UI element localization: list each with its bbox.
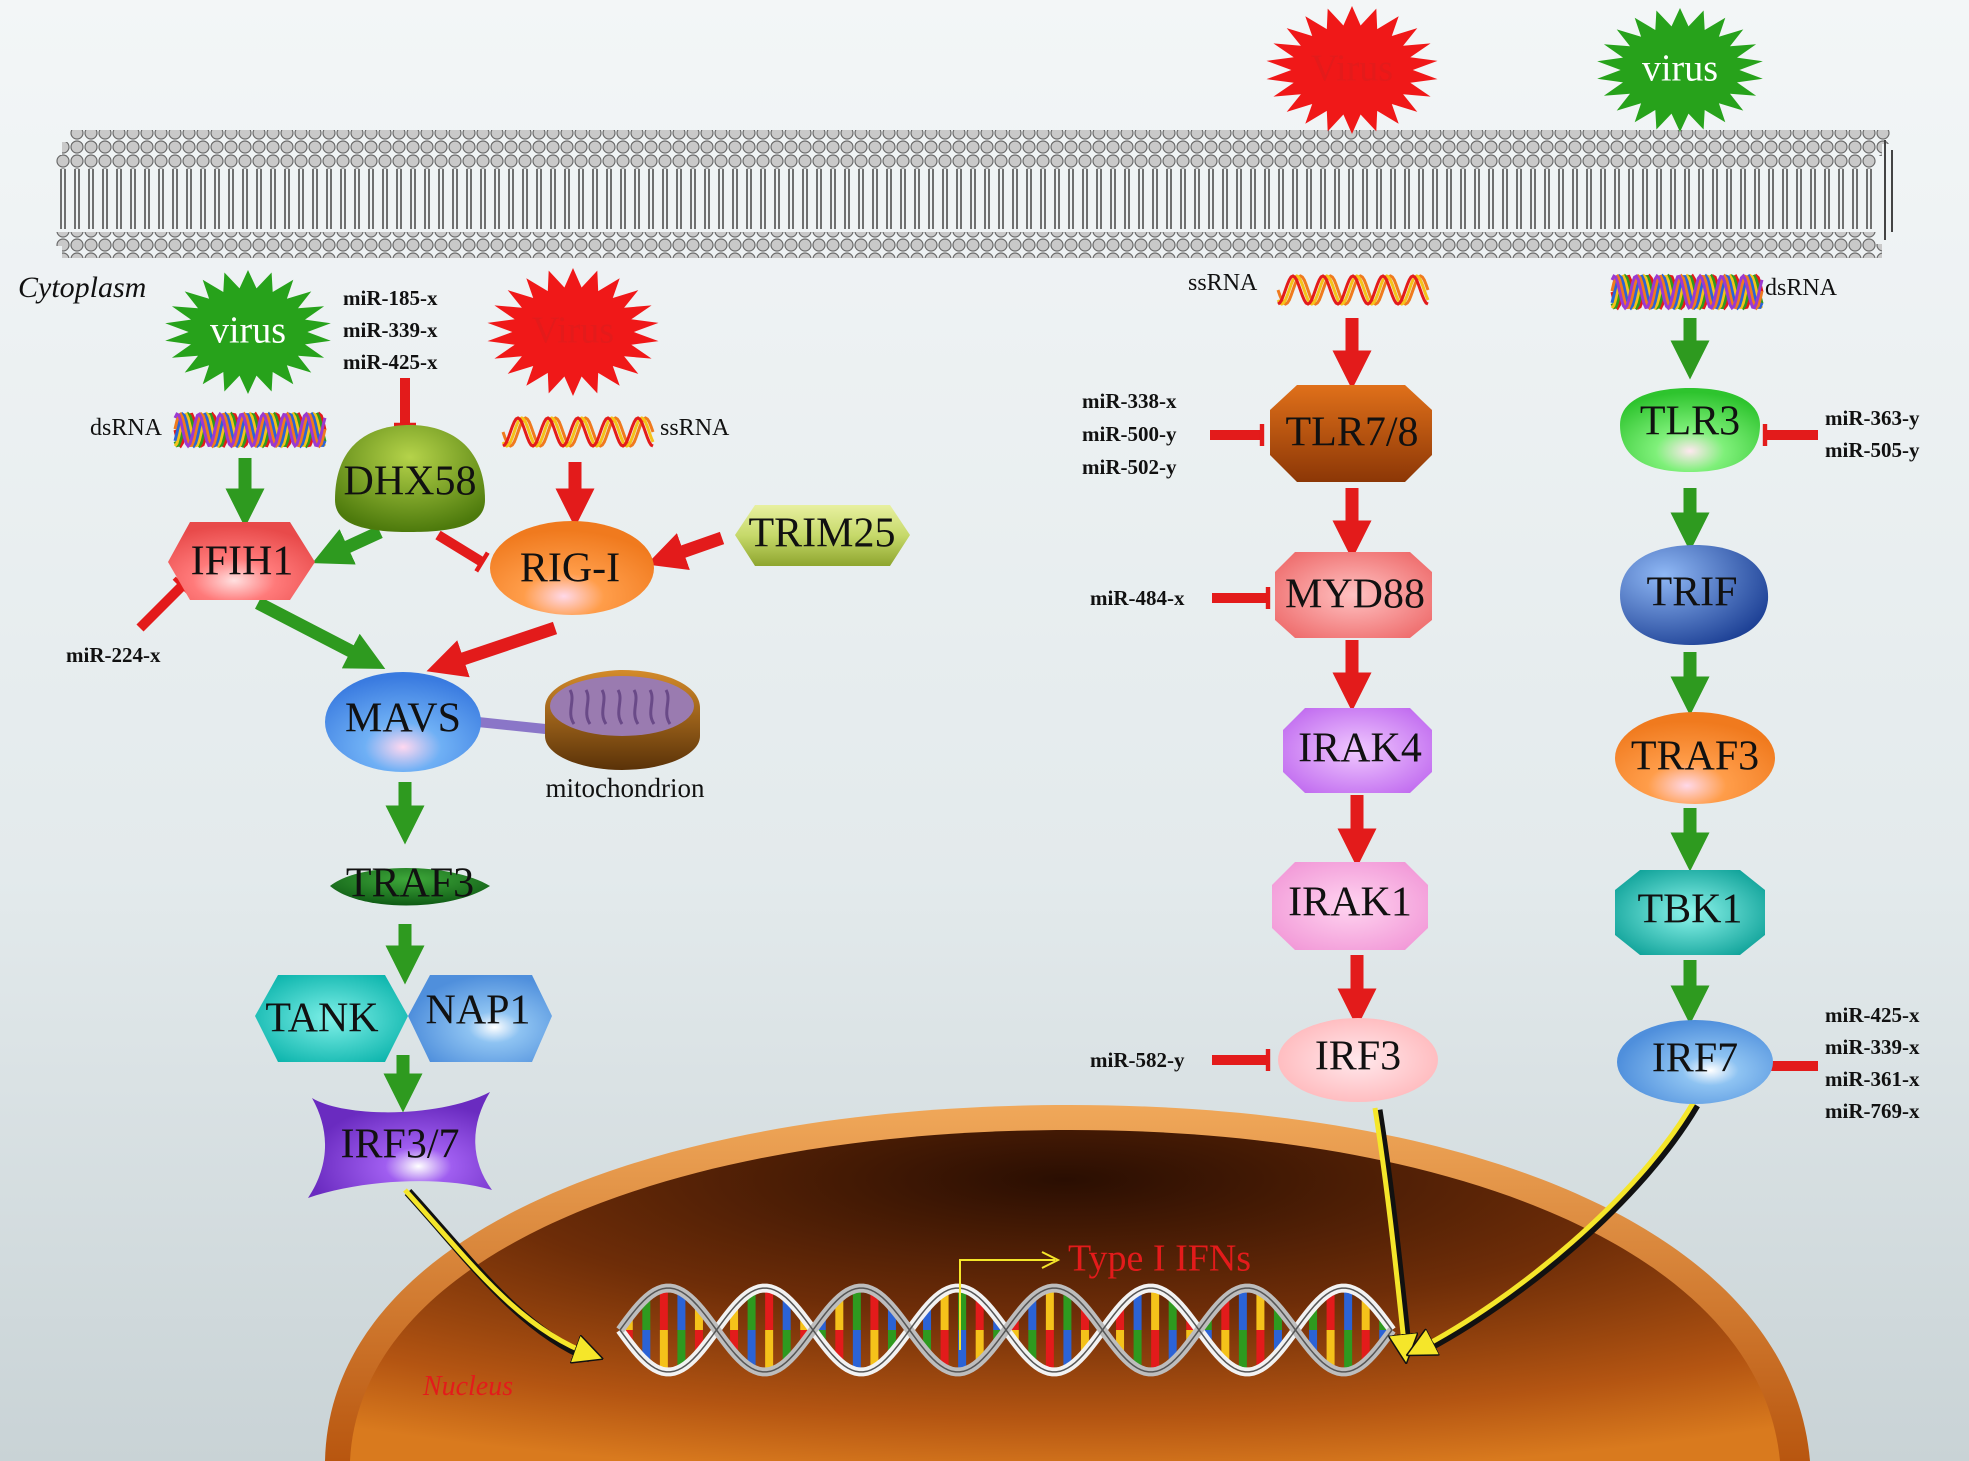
node-rigi: RIG-I [490,521,654,615]
arrow-trim25-to-rigi [646,531,725,570]
rigi-label: RIG-I [520,546,620,592]
rna-strands [173,273,1764,449]
node-irf3: IRF3 [1278,1018,1438,1102]
irf7-label: IRF7 [1652,1036,1738,1082]
left-dsrna-strand [173,411,327,449]
irf3-label: IRF3 [1315,1034,1401,1080]
virus-top-green: virus [1597,8,1763,132]
mirna-label: miR-339-x [1825,1035,1920,1059]
trif-label: TRIF [1646,570,1737,616]
mirna-label: miR-338-x [1082,389,1177,413]
myd88-label: MYD88 [1285,572,1425,618]
node-tbk1: TBK1 [1615,870,1765,955]
cell-membrane [56,130,1893,258]
irf37-label: IRF3/7 [340,1122,459,1168]
tlr78-label: TLR7/8 [1286,410,1419,456]
node-tlr78: TLR7/8 [1270,385,1432,482]
mirna-label: miR-185-x [343,286,438,310]
mirna-ifih1: miR-224-x [66,643,161,667]
right-dsrna-label: dsRNA [1765,275,1838,301]
node-traf3-right: TRAF3 [1615,712,1775,804]
mirna-label: miR-582-y [1090,1048,1185,1072]
arrow-ifih1-to-mavs [255,597,386,669]
virus-left-red-label: Virus [532,310,614,352]
inhibition-arrows [136,378,1818,1078]
ifih1-label: IFIH1 [191,539,294,585]
nucleus: Nucleus [325,1105,1810,1461]
mirna-label: miR-500-y [1082,422,1177,446]
mavs-label: MAVS [345,696,461,742]
node-trim25: TRIM25 [735,505,910,566]
translocation-arrows [403,1101,1700,1358]
activation-arrows [225,318,1710,1113]
virus-left-green-label: virus [210,310,286,352]
mirna-label: miR-224-x [66,643,161,667]
node-irak1: IRAK1 [1272,862,1428,950]
cytoplasm-label: Cytoplasm [18,271,146,304]
mitochondrion-icon: mitochondrion [545,670,705,803]
left-ssrna-label: ssRNA [660,415,730,441]
mirna-irf3: miR-582-y [1090,1048,1185,1072]
mirna-label: miR-769-x [1825,1099,1920,1123]
mavs-mitochondrion-link [477,717,556,735]
traf3-right-label: TRAF3 [1631,734,1759,780]
red-activation-arrows [426,318,1377,1028]
arrow-dhx58-to-ifih1 [312,526,383,565]
node-irf37: IRF3/7 [308,1092,492,1198]
tbk1-label: TBK1 [1638,887,1743,933]
virus-top-green-label: virus [1642,48,1718,90]
mid-ssrna-strand [1276,274,1430,306]
mirna-label: miR-363-y [1825,406,1920,430]
node-ifih1: IFIH1 [168,522,315,600]
virus-top-red: Virus [1266,6,1438,134]
mirna-tlr78: miR-338-x miR-500-y miR-502-y [1082,389,1177,479]
inhibit-dhx58-to-rigi [435,530,490,573]
node-dhx58: DHX58 [335,425,485,532]
mirna-label: miR-502-y [1082,455,1177,479]
mirna-label: miR-425-x [343,350,438,374]
node-traf3-left: TRAF3 [330,861,490,907]
irak4-label: IRAK4 [1298,726,1422,772]
node-nap1: NAP1 [408,975,552,1062]
virus-left-green: virus [165,270,331,394]
mirna-myd88: miR-484-x [1090,586,1185,610]
tlr3-label: TLR3 [1640,399,1740,445]
mirna-label: miR-425-x [1825,1003,1920,1027]
irak1-label: IRAK1 [1288,880,1412,926]
node-tlr3: TLR3 [1620,388,1760,472]
mid-ssrna-label: ssRNA [1188,270,1258,296]
node-mavs: MAVS [325,672,481,772]
virus-left-red: Virus [487,268,659,396]
mirna-dhx58: miR-185-x miR-339-x miR-425-x [343,286,438,374]
mirna-label: miR-505-y [1825,438,1920,462]
mirna-label: miR-339-x [343,318,438,342]
nap1-label: NAP1 [425,988,530,1034]
left-ssrna-strand [501,416,655,448]
mirna-label: miR-484-x [1090,586,1185,610]
transcription-arrow [959,1251,1061,1350]
nucleus-label: Nucleus [422,1371,513,1402]
trim25-label: TRIM25 [749,511,896,557]
left-dsrna-label: dsRNA [90,415,163,441]
inhibit-mir224-to-ifih1 [136,576,192,632]
mirna-irf7: miR-425-x miR-339-x miR-361-x miR-769-x [1825,1003,1920,1123]
tank-label: TANK [265,996,378,1042]
node-myd88: MYD88 [1275,552,1432,638]
virus-top-red-label: Virus [1311,48,1393,90]
dhx58-label: DHX58 [344,459,477,505]
node-irak4: IRAK4 [1283,708,1432,793]
right-dsrna-strand [1610,273,1764,311]
node-trif: TRIF [1620,545,1769,645]
mirna-tlr3: miR-363-y miR-505-y [1825,406,1920,462]
mirna-label: miR-361-x [1825,1067,1920,1091]
dna-helix [616,1283,1396,1377]
node-irf7: IRF7 [1617,1020,1773,1104]
mitochondrion-label: mitochondrion [546,773,705,803]
traf3-left-label: TRAF3 [346,861,474,907]
type1-ifns-label: Type I IFNs [1068,1238,1251,1280]
node-tank: TANK [255,975,408,1062]
arrow-rigi-to-mavs [426,621,558,678]
